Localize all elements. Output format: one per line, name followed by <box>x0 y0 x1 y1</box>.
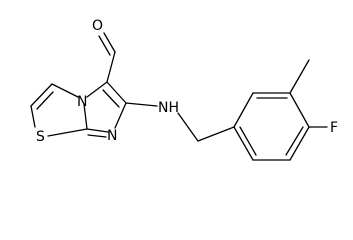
bond-benz-c3-c4 <box>289 92 310 128</box>
atom-label-amine: NH <box>158 100 179 116</box>
bond-n7-c7a-double <box>87 134 107 138</box>
bond-benz-c6-c1-double <box>239 126 257 156</box>
bond-c3-c2-double <box>36 91 54 110</box>
atom-label-imine-nitrogen: N <box>107 128 117 144</box>
atom-label-fluorine: F <box>330 120 338 136</box>
bond-c5-c6 <box>106 81 127 104</box>
bond-c2-s1 <box>30 105 36 128</box>
bond-benz-c4-c5-double <box>285 126 304 156</box>
bond-methyl <box>289 59 310 94</box>
atom-label-sulfur: S <box>36 129 45 145</box>
molecule-structure-diagram: O N N S NH F <box>30 18 338 161</box>
bond-n4-c3 <box>51 83 79 98</box>
atom-label-ring-nitrogen: N <box>77 94 87 110</box>
bond-c5-n4 <box>86 81 108 98</box>
bond-c6-n7 <box>114 102 127 129</box>
bond-aldehyde-c-o-double <box>98 35 111 56</box>
bond-ch2-ring <box>197 126 235 142</box>
bond-c6-nh <box>125 102 158 107</box>
bonds <box>30 32 328 161</box>
bond-aldehyde-c-o <box>103 32 116 53</box>
bond-n7-c7a <box>86 128 109 133</box>
bond-c7a-n4 <box>83 103 88 130</box>
bond-benz-c1-c2 <box>233 92 254 128</box>
atom-label-oxygen: O <box>92 18 103 34</box>
bond-aldehyde-c5 <box>106 51 116 83</box>
bond-s1-c7a <box>47 128 88 137</box>
bond-benz-c4-c5 <box>289 126 310 161</box>
bond-c3-c2 <box>30 83 53 107</box>
bond-nh-ch2 <box>177 112 199 142</box>
bond-benz-c6-c1 <box>233 126 254 161</box>
atom-labels: O N N S NH F <box>36 18 338 145</box>
bond-c5-c6-double <box>102 89 120 108</box>
